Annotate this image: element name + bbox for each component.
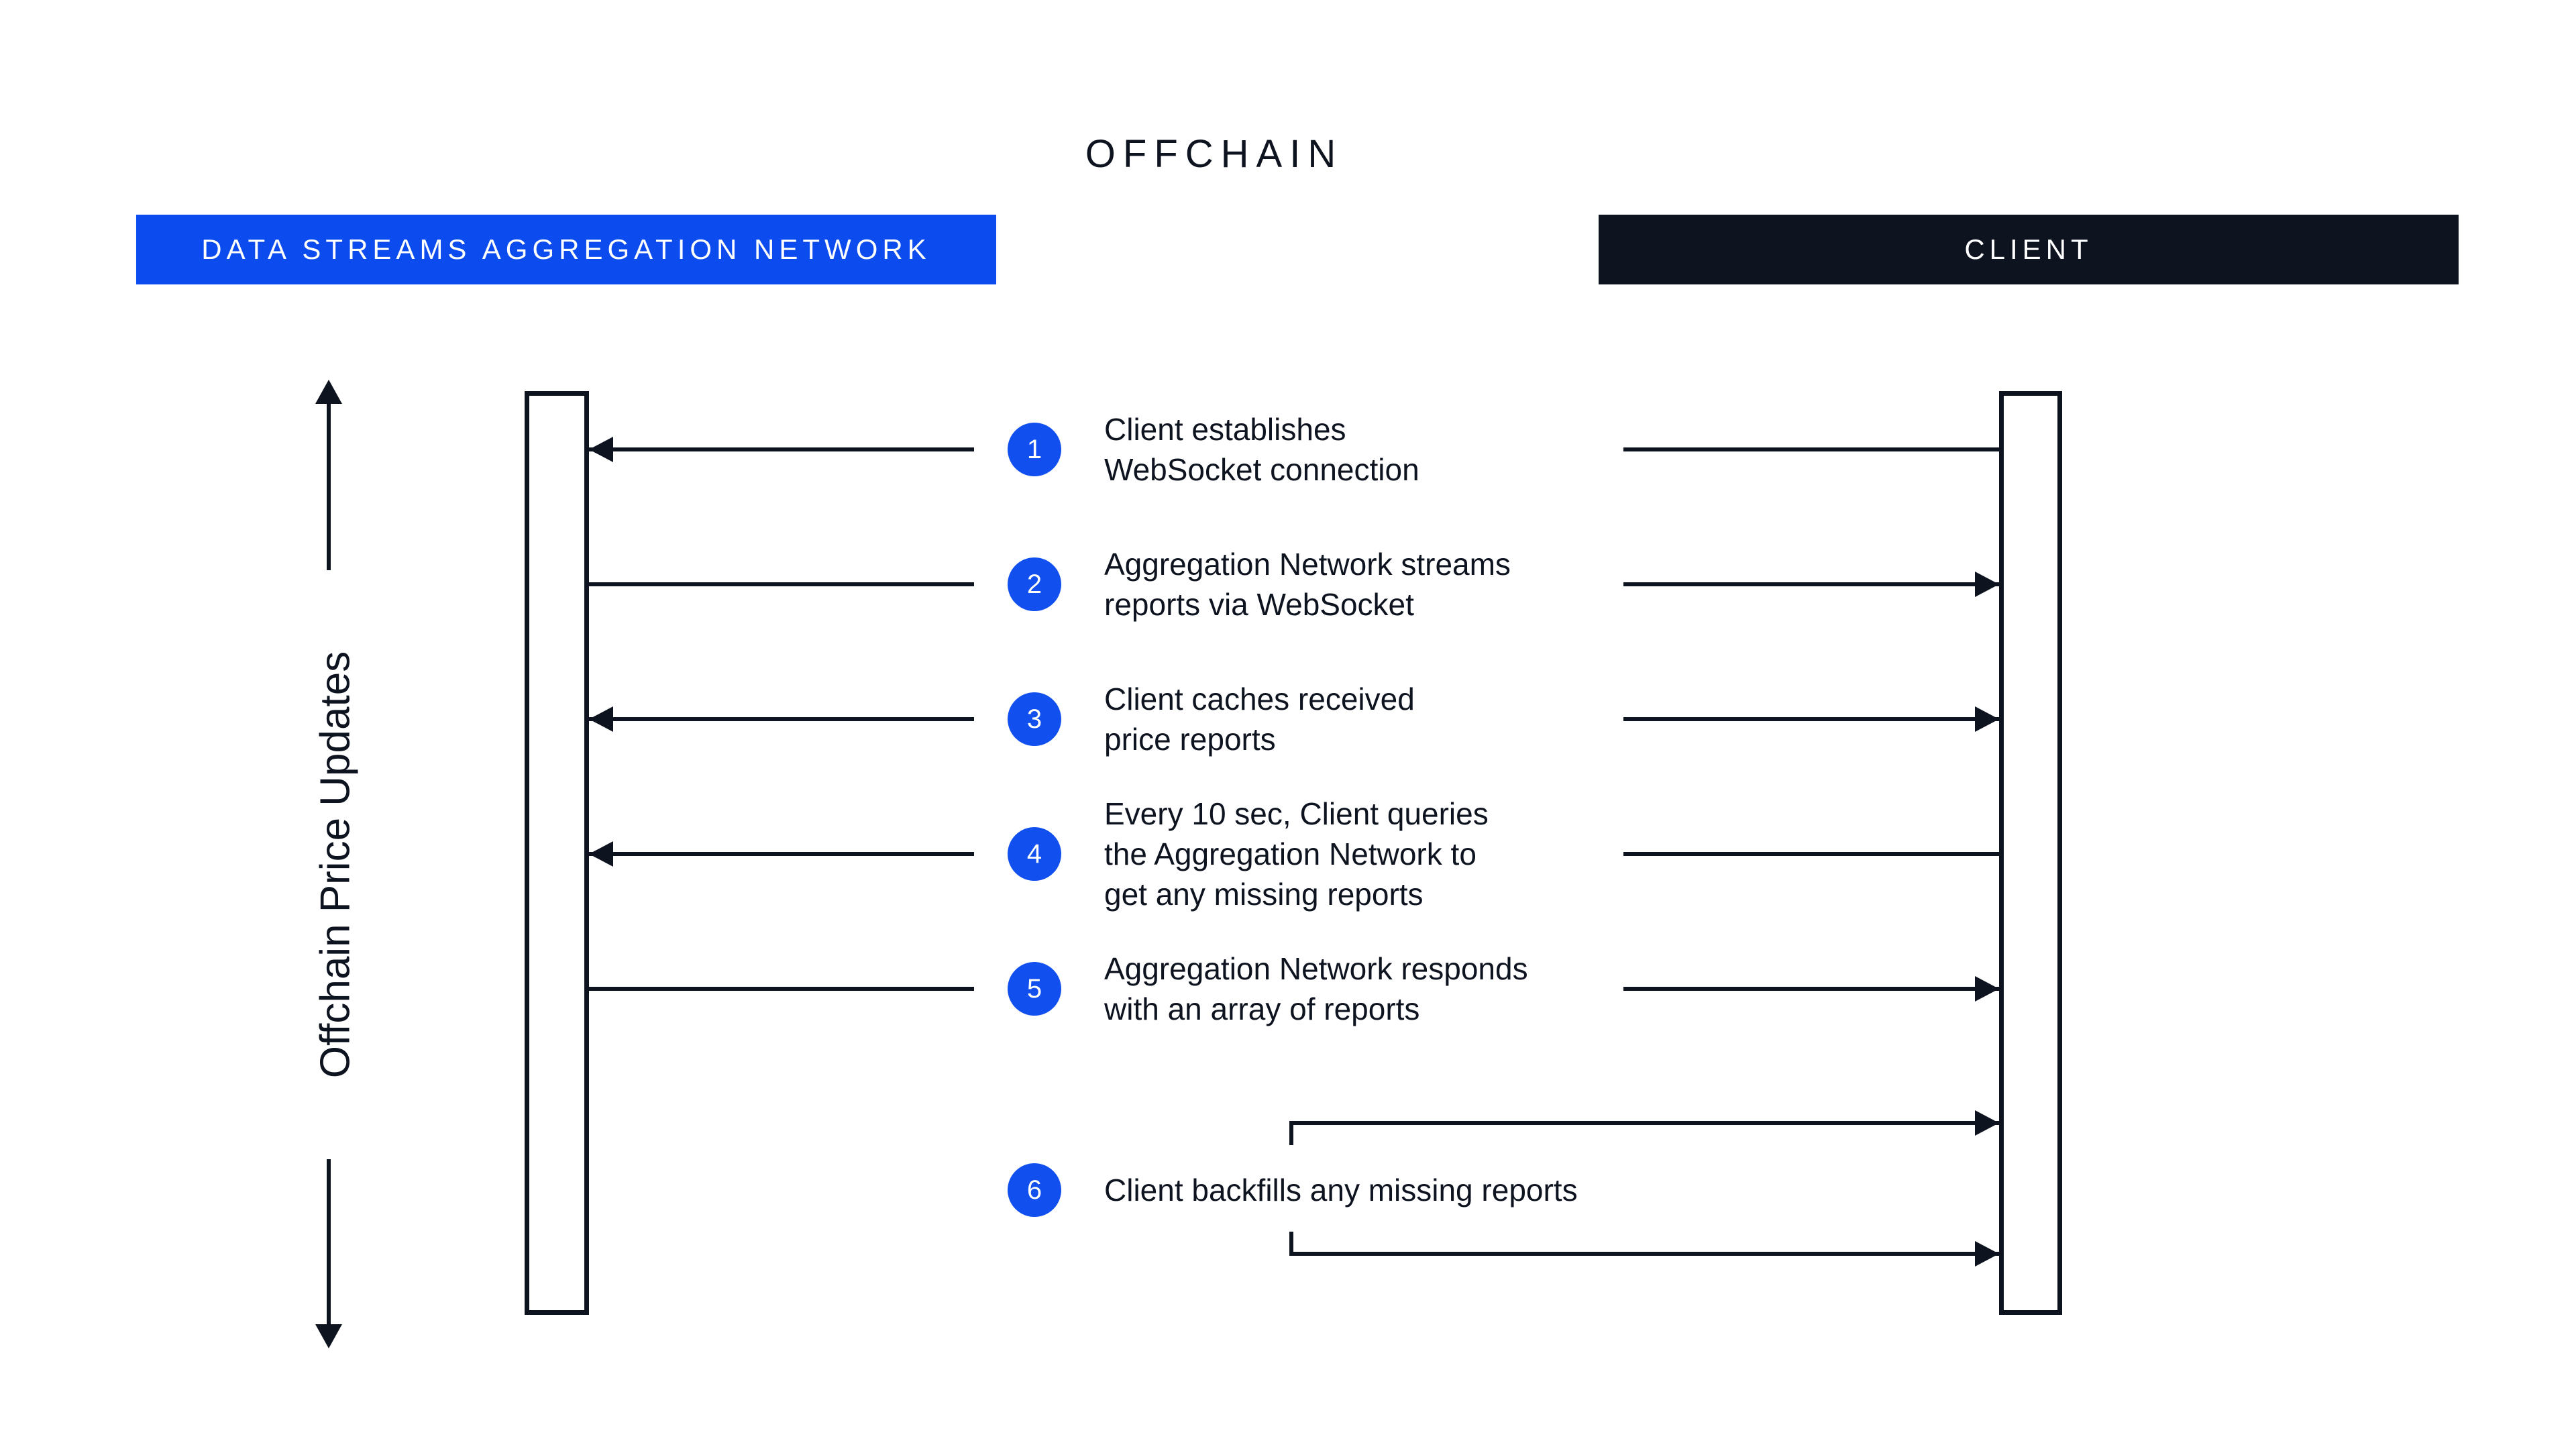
header-client-label: CLIENT bbox=[1964, 233, 2093, 265]
step4-left-line bbox=[589, 852, 974, 856]
step2-left-line bbox=[589, 582, 974, 586]
step1-arrow-left-icon bbox=[589, 437, 613, 462]
axis-label: Offchain Price Updates bbox=[312, 651, 359, 1079]
step6-loop-top-stub bbox=[1289, 1121, 1293, 1145]
step1-right-line bbox=[1623, 447, 1999, 451]
step1-number: 1 bbox=[1026, 434, 1042, 464]
step5-number: 5 bbox=[1026, 973, 1042, 1004]
step6-loop-bottom-line bbox=[1289, 1252, 1999, 1256]
step4-number: 4 bbox=[1026, 839, 1042, 869]
header-aggregation-network-label: DATA STREAMS AGGREGATION NETWORK bbox=[201, 233, 931, 265]
step5-right-line bbox=[1623, 987, 1999, 991]
step5-text: Aggregation Network responds with an arr… bbox=[1104, 951, 1528, 1026]
step5-arrow-right-icon bbox=[1975, 976, 1999, 1002]
step3-badge: 3 bbox=[1008, 692, 1061, 746]
step6-loop-bottom-arrow-right-icon bbox=[1975, 1241, 1999, 1267]
step1-left-line bbox=[589, 447, 974, 451]
axis-line-bottom bbox=[327, 1159, 331, 1324]
step2-badge: 2 bbox=[1008, 557, 1061, 611]
header-client: CLIENT bbox=[1599, 215, 2459, 284]
axis-arrow-up-icon bbox=[315, 380, 342, 404]
step2-text: Aggregation Network streams reports via … bbox=[1104, 547, 1511, 622]
step1-text: Client establishes WebSocket connection bbox=[1104, 412, 1419, 487]
step6-badge: 6 bbox=[1008, 1163, 1061, 1217]
step3-number: 3 bbox=[1026, 704, 1042, 734]
step6-loop-top-arrow-right-icon bbox=[1975, 1110, 1999, 1136]
header-aggregation-network: DATA STREAMS AGGREGATION NETWORK bbox=[136, 215, 996, 284]
axis-line-top bbox=[327, 402, 331, 570]
axis-arrow-down-icon bbox=[315, 1324, 342, 1348]
step5-badge: 5 bbox=[1008, 962, 1061, 1016]
step4-right-line bbox=[1623, 852, 1999, 856]
step6-loop-top-line bbox=[1289, 1121, 1999, 1125]
step6-loop-bottom-stub bbox=[1289, 1232, 1293, 1256]
step5-left-line bbox=[589, 987, 974, 991]
step6-number: 6 bbox=[1026, 1175, 1042, 1205]
step2-arrow-right-icon bbox=[1975, 572, 1999, 597]
step6-text: Client backfills any missing reports bbox=[1104, 1173, 1578, 1208]
step3-arrow-right-icon bbox=[1975, 706, 1999, 732]
step3-text: Client caches received price reports bbox=[1104, 682, 1415, 757]
step4-arrow-left-icon bbox=[589, 841, 613, 867]
step3-arrow-left-icon bbox=[589, 706, 613, 732]
step4-text: Every 10 sec, Client queries the Aggrega… bbox=[1104, 796, 1489, 912]
step3-left-line bbox=[589, 717, 974, 721]
step4-badge: 4 bbox=[1008, 827, 1061, 881]
page-title: OFFCHAIN bbox=[1085, 132, 1344, 176]
lifeline-aggregation-network bbox=[525, 391, 589, 1315]
lifeline-client bbox=[1999, 391, 2062, 1315]
step2-number: 2 bbox=[1026, 569, 1042, 599]
step2-right-line bbox=[1623, 582, 1999, 586]
step1-badge: 1 bbox=[1008, 423, 1061, 476]
step3-right-line bbox=[1623, 717, 1999, 721]
